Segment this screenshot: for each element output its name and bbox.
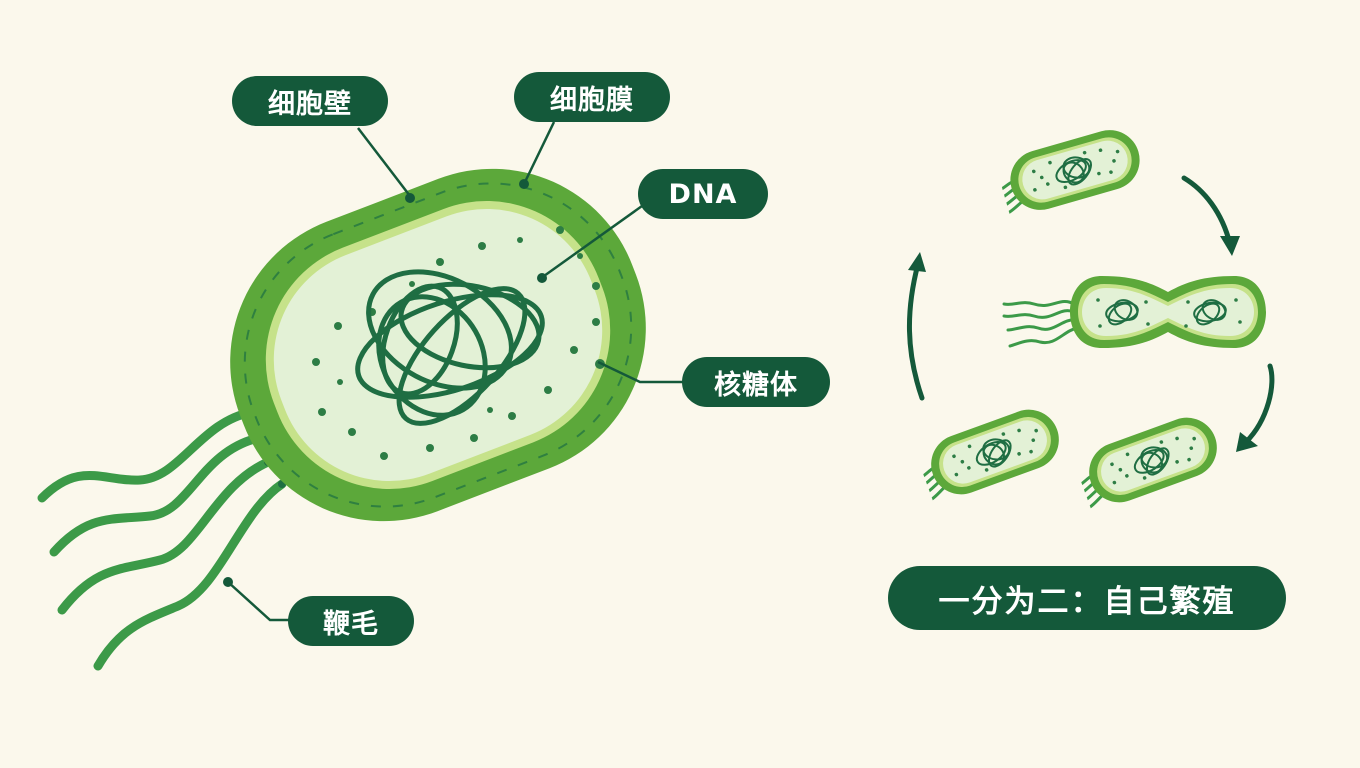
fission-cell-1 (991, 121, 1149, 230)
label-ribosome: 核糖体 (682, 357, 830, 407)
label-dna: DNA (638, 169, 768, 219)
leader-lines (227, 121, 700, 622)
cycle-arrows (907, 175, 1275, 445)
label-flagellum: 鞭毛 (288, 596, 414, 646)
label-cell-membrane: 细胞膜 (514, 72, 670, 122)
binary-fission-caption: 一分为二：自己繁殖 (888, 566, 1286, 630)
dna-loops (355, 269, 545, 426)
fission-cell-dividing (1002, 276, 1266, 348)
fission-cell-4 (1068, 407, 1227, 524)
ribosome-dots (312, 226, 605, 460)
fission-cell-3 (910, 399, 1069, 516)
flagella (37, 407, 287, 671)
bacterium-cell (230, 168, 646, 522)
label-cell-wall: 细胞壁 (232, 76, 388, 126)
